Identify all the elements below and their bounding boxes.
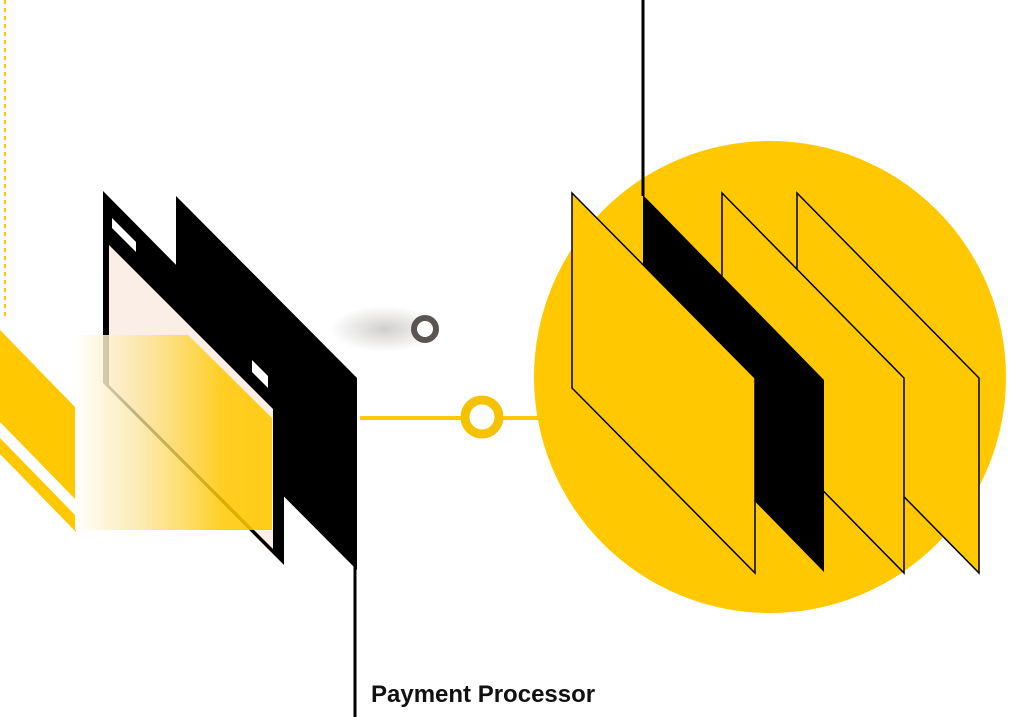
- left-strip-lower: [0, 438, 76, 532]
- glow-band: [75, 335, 272, 530]
- yellow-ring-node: [460, 395, 504, 439]
- processor-panel-1: [571, 191, 756, 575]
- payment-processor-label: Payment Processor: [371, 681, 596, 708]
- left-strip-upper: [0, 330, 76, 500]
- gray-ring-node: [411, 315, 439, 343]
